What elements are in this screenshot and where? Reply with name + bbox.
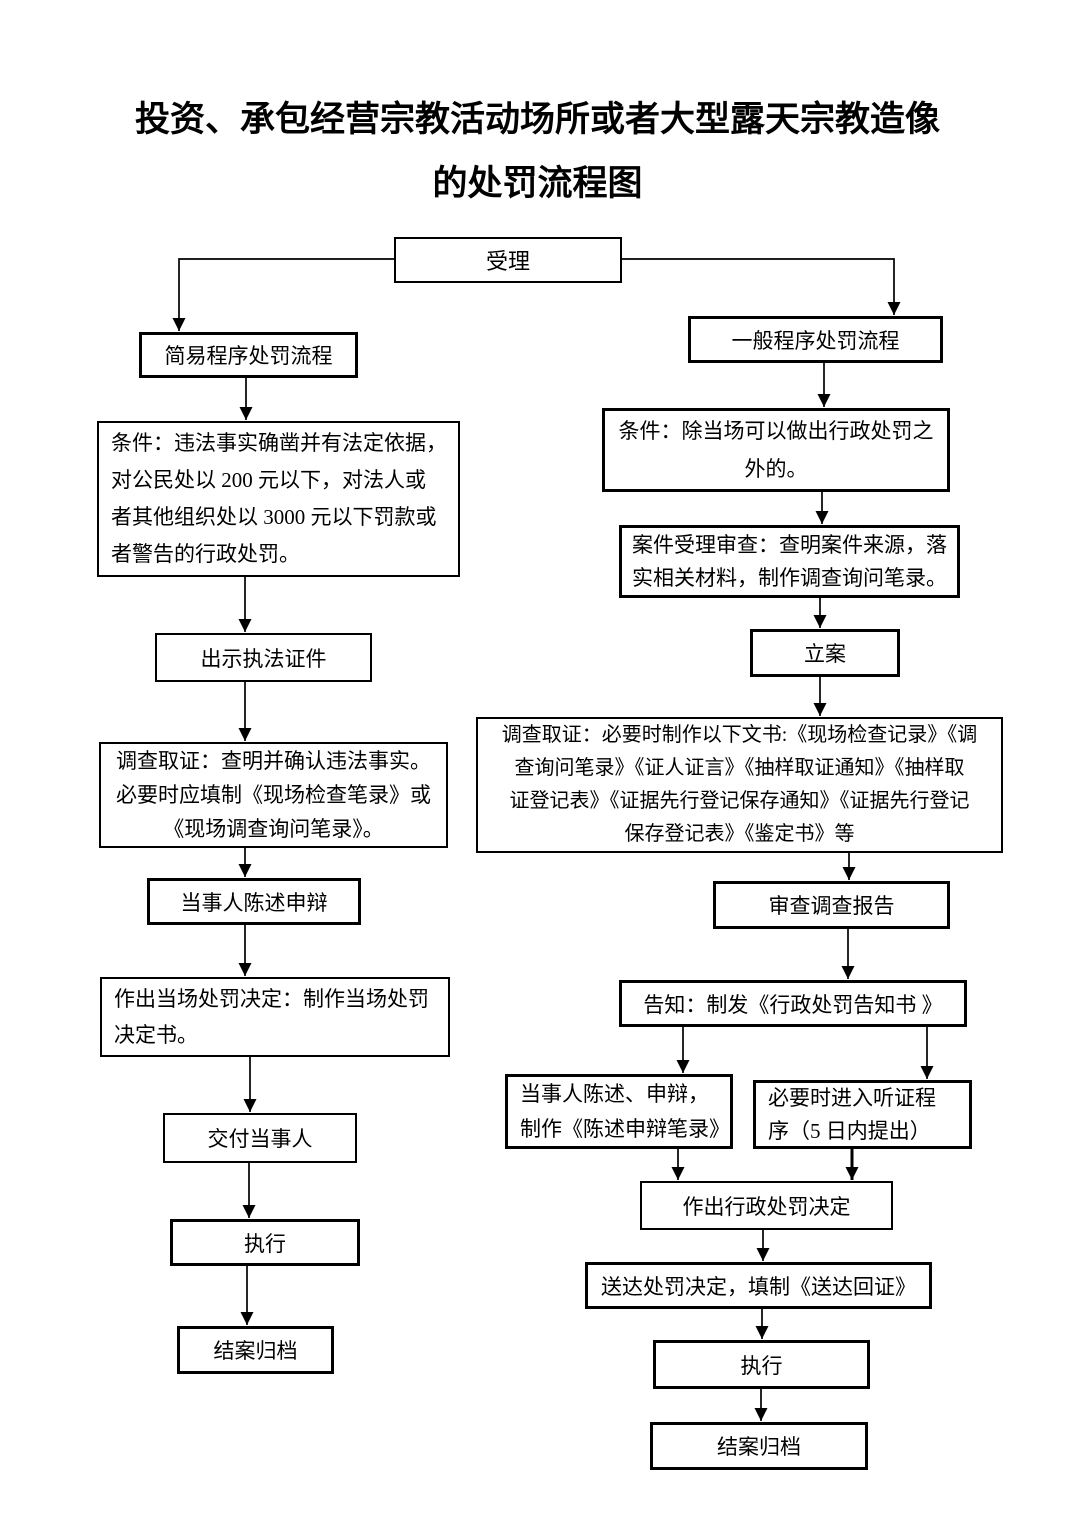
node-text-line: 告知：制发《行政处罚告知书 》 [643,992,943,1017]
node-text-line: 外的。 [744,457,808,481]
node-investigate-prepare-documents: 调查取证：必要时制作以下文书:《现场检查记录》《调查询问笔录》《证人证言》《抽样… [476,717,1003,853]
node-text-line: 当事人陈述、申辩， [520,1081,709,1106]
node-close-case-archive-general: 结案归档 [650,1422,868,1470]
node-simple-procedure: 简易程序处罚流程 [139,332,358,378]
node-execute-simple: 执行 [170,1219,360,1266]
node-file-case: 立案 [750,629,900,677]
node-text-line: 查询问笔录》《证人证言》《抽样取证通知》《抽样取 [514,757,965,779]
node-party-statement-record: 当事人陈述、申辩， 制作《陈述申辩笔录》 [505,1074,733,1149]
node-text-line: 必要时进入听证程 [768,1085,936,1110]
node-text-line: 者其他组织处以 3000 元以下罚款或 [111,505,437,529]
node-general-procedure: 一般程序处罚流程 [688,316,943,363]
node-text-line: 必要时应填制《现场检查笔录》或 [116,783,431,807]
node-serve-penalty-decision: 送达处罚决定，填制《送达回证》 [585,1262,932,1309]
node-text-line: 受理 [485,249,530,274]
node-text-line: 实相关材料，制作调查询问笔录。 [632,565,947,590]
node-text-line: 条件：除当场可以做出行政处罚之 [618,419,934,443]
node-text-line: 结案归档 [213,1339,298,1363]
node-text-line: 者警告的行政处罚。 [111,542,300,566]
node-text-line: 《现场调查询问笔录》。 [163,817,384,841]
page-title-line1: 投资、承包经营宗教活动场所或者大型露天宗教造像 [134,100,940,139]
node-review-investigation-report: 审查调查报告 [713,881,950,929]
node-hearing-procedure: 必要时进入听证程序（5 日内提出） [753,1080,972,1149]
node-text-line: 决定书。 [114,1023,198,1047]
node-text-line: 调查取证：必要时制作以下文书:《现场检查记录》《调 [501,724,978,746]
node-text-line: 交付当事人 [207,1127,313,1151]
flow-arrow [172,258,394,331]
node-execute-general: 执行 [653,1340,870,1389]
node-text-line: 作出当场处罚决定：制作当场处罚 [114,987,429,1011]
node-text-line: 作出行政处罚决定 [682,1194,851,1219]
node-show-enforcement-credentials: 出示执法证件 [155,633,372,682]
node-text-line: 调查取证：查明并确认违法事实。 [116,749,431,773]
node-text-line: 审查调查报告 [768,894,895,918]
node-text-line: 对公民处以 200 元以下，对法人或 [111,468,426,492]
node-deliver-to-party: 交付当事人 [163,1113,357,1163]
node-case-acceptance-review: 案件受理审查：查明案件来源，落实相关材料，制作调查询问笔录。 [619,525,960,598]
node-text-line: 保存登记表》《鉴定书》等 [624,823,855,845]
node-text-line: 出示执法证件 [200,646,327,671]
node-text-line: 案件受理审查：查明案件来源，落 [632,532,947,557]
node-close-case-archive-simple: 结案归档 [177,1326,334,1374]
node-simple-condition: 条件：违法事实确凿并有法定依据， 对公民处以 200 元以下，对法人或者其他组织处… [97,421,460,577]
node-text-line: 执行 [244,1231,286,1256]
node-notify-penalty-notice: 告知：制发《行政处罚告知书 》 [619,980,967,1027]
node-text-line: 当事人陈述申辩 [180,890,328,915]
node-text-line: 结案归档 [717,1435,801,1459]
page-title-line2: 的处罚流程图 [432,164,643,203]
node-text-line: 执行 [740,1353,783,1378]
node-general-condition: 条件：除当场可以做出行政处罚之外的。 [602,408,950,492]
node-accept: 受理 [394,237,622,283]
node-make-admin-penalty-decision: 作出行政处罚决定 [640,1181,893,1230]
node-text-line: 制作《陈述申辩笔录》 [520,1116,730,1141]
node-text-line: 一般程序处罚流程 [731,328,900,353]
node-text-line: 送达处罚决定，填制《送达回证》 [601,1274,916,1299]
node-text-line: 立案 [804,642,846,666]
node-investigate-confirm-facts: 调查取证：查明并确认违法事实。必要时应填制《现场检查笔录》或《现场调查询问笔录》… [99,742,448,848]
node-text-line: 序（5 日内提出） [768,1118,931,1143]
node-make-onsite-penalty-decision: 作出当场处罚决定：制作当场处罚决定书。 [100,977,450,1057]
node-party-statement-defense: 当事人陈述申辩 [147,878,361,925]
node-text-line: 简易程序处罚流程 [164,344,333,368]
flow-arrow [622,258,901,315]
node-text-line: 证登记表》《证据先行登记保存通知》《证据先行登记 [509,790,970,812]
node-text-line: 条件：违法事实确凿并有法定依据， [111,431,447,455]
